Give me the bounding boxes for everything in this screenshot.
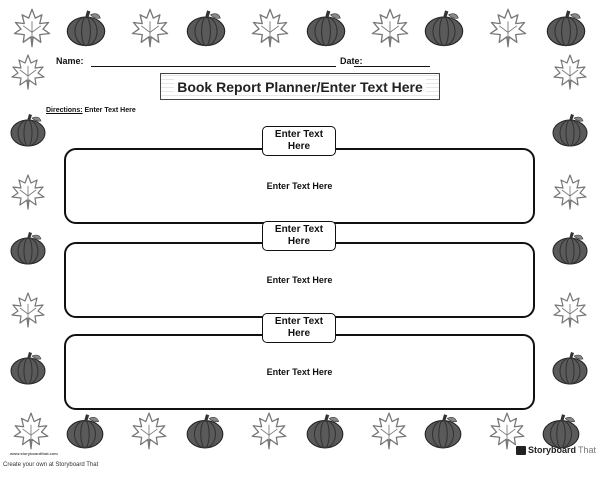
date-line[interactable] [354, 66, 430, 67]
directions[interactable]: Directions: Enter Text Here [46, 107, 136, 114]
worksheet: Name: Date: Book Report Planner/Enter Te… [8, 6, 597, 456]
pumpkin-icon [304, 410, 346, 452]
maple-leaf-icon [128, 6, 172, 50]
section-tag-1[interactable]: Enter Text Here [262, 126, 336, 156]
logo-mark-icon [516, 445, 526, 455]
pumpkin-icon [550, 348, 590, 388]
footer-text: Create your own at Storyboard That [3, 462, 99, 468]
section-box-1[interactable]: Enter Text Here [64, 148, 535, 224]
pumpkin-icon [550, 110, 590, 150]
directions-text: Enter Text Here [84, 107, 136, 114]
pumpkin-icon [540, 410, 582, 452]
maple-leaf-icon [8, 52, 48, 92]
pumpkin-icon [8, 348, 48, 388]
footer-bar: Create your own at Storyboard That [0, 458, 600, 477]
watermark: www.storyboardthat.com [10, 451, 58, 456]
name-label: Name: [56, 56, 84, 66]
title-banner[interactable]: Book Report Planner/Enter Text Here [160, 73, 440, 100]
pumpkin-icon [184, 6, 228, 50]
pumpkin-icon [422, 6, 466, 50]
pumpkin-icon [422, 410, 464, 452]
maple-leaf-icon [248, 410, 290, 452]
pumpkin-icon [64, 6, 108, 50]
page-title: Book Report Planner/Enter Text Here [174, 78, 426, 95]
directions-label: Directions: [46, 107, 83, 114]
maple-leaf-icon [550, 52, 590, 92]
maple-leaf-icon [248, 6, 292, 50]
section-tag-text-2: Enter Text Here [274, 224, 324, 247]
section-body-3: Enter Text Here [266, 367, 333, 377]
date-label: Date: [340, 56, 363, 66]
maple-leaf-icon [486, 410, 528, 452]
pumpkin-icon [544, 6, 588, 50]
maple-leaf-icon [368, 6, 412, 50]
pumpkin-icon [64, 410, 106, 452]
pumpkin-icon [304, 6, 348, 50]
section-tag-text-3: Enter Text Here [274, 316, 324, 339]
section-box-3[interactable]: Enter Text Here [64, 334, 535, 410]
logo-secondary-text: That [578, 445, 597, 455]
section-box-2[interactable]: Enter Text Here [64, 242, 535, 318]
pumpkin-icon [184, 410, 226, 452]
maple-leaf-icon [8, 172, 48, 212]
maple-leaf-icon [550, 172, 590, 212]
section-body-1: Enter Text Here [266, 181, 333, 191]
name-line[interactable] [91, 66, 336, 67]
section-tag-3[interactable]: Enter Text Here [262, 313, 336, 343]
pumpkin-icon [8, 228, 48, 268]
maple-leaf-icon [486, 6, 530, 50]
maple-leaf-icon [550, 290, 590, 330]
section-body-2: Enter Text Here [266, 275, 333, 285]
maple-leaf-icon [10, 6, 54, 50]
logo-primary-text: Storyboard [528, 445, 577, 455]
section-tag-2[interactable]: Enter Text Here [262, 221, 336, 251]
pumpkin-icon [550, 228, 590, 268]
maple-leaf-icon [368, 410, 410, 452]
section-tag-text-1: Enter Text Here [274, 129, 324, 152]
maple-leaf-icon [128, 410, 170, 452]
maple-leaf-icon [10, 410, 52, 452]
pumpkin-icon [8, 110, 48, 150]
storyboard-that-logo: Storyboard That [516, 445, 596, 455]
maple-leaf-icon [8, 290, 48, 330]
